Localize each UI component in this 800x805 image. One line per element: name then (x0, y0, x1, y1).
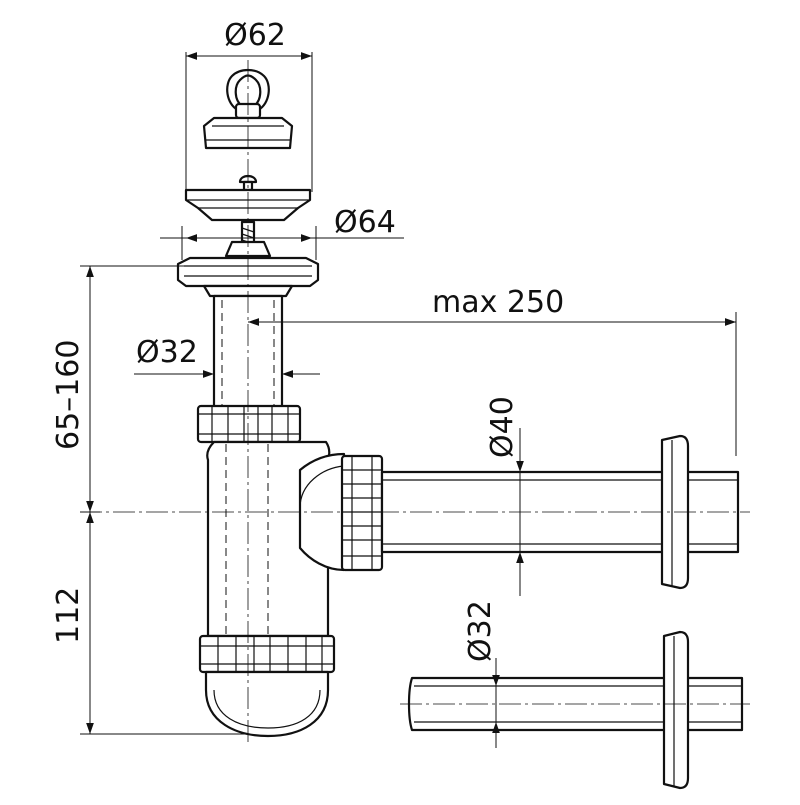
dimension-flange-diameter: Ø64 (160, 205, 404, 260)
tailpiece-diameter-label: Ø32 (136, 335, 198, 370)
dimension-trap-height: 112 (51, 512, 250, 735)
height-range-label: 65–160 (51, 340, 86, 450)
strainer-diameter-label: Ø62 (224, 18, 286, 53)
dimension-strainer-diameter: Ø62 (185, 18, 313, 192)
dimension-max-length: max 250 (248, 285, 737, 456)
dimension-outlet-diameter: Ø40 (485, 396, 524, 596)
dimension-height-range: 65–160 (51, 265, 186, 513)
max-length-label: max 250 (432, 285, 564, 320)
outlet-pipe-32 (407, 630, 744, 790)
center-lines (80, 60, 750, 742)
lower-nut (198, 634, 336, 674)
trap-height-label: 112 (51, 587, 86, 644)
outlet-diameter-label: Ø40 (485, 396, 520, 458)
dimension-alt-outlet-diameter: Ø32 (463, 600, 500, 748)
bottom-cap (204, 670, 330, 738)
outlet-nut (340, 454, 384, 572)
flange-diameter-label: Ø64 (334, 205, 396, 240)
dimension-tailpiece-diameter: Ø32 (134, 335, 320, 378)
alt-outlet-diameter-label: Ø32 (463, 600, 498, 662)
trap-bottle-body (206, 440, 346, 646)
upper-nut (196, 404, 302, 444)
